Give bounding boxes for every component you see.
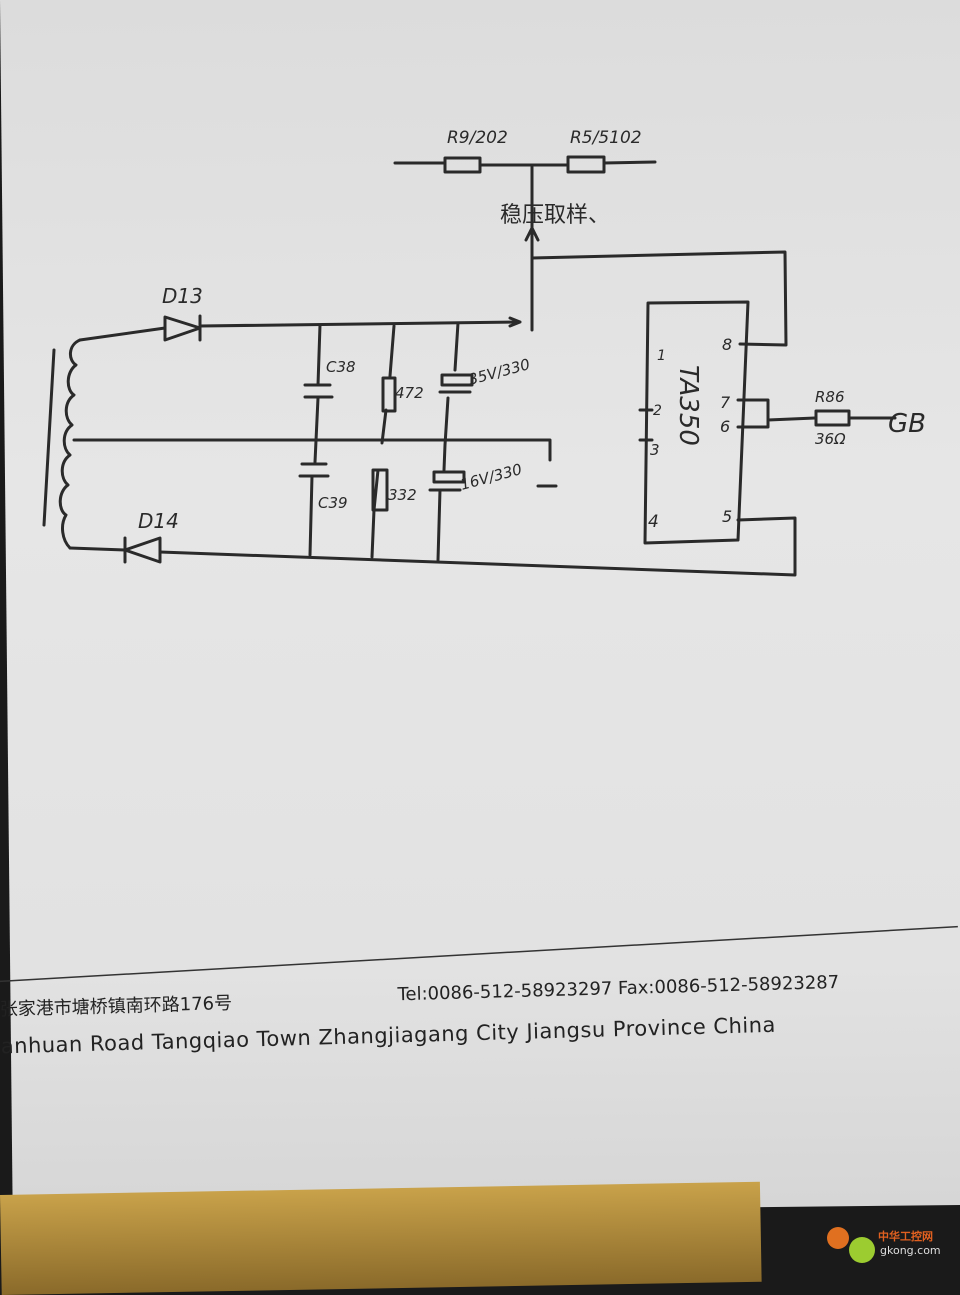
pin-3: 3 [650, 441, 660, 459]
resistor-r5 [566, 155, 606, 174]
pin-4: 4 [648, 512, 659, 532]
pin-8: 8 [722, 335, 732, 354]
resistor-r86: R86 36Ω [814, 388, 851, 448]
watermark-cn: 中华工控网 [878, 1229, 933, 1243]
top-resistor-network: R9/202 R5/5102 稳压取样、 [393, 128, 657, 332]
cap-16v-label: 16V/330 [458, 460, 524, 494]
resistor-472: 472 [381, 376, 424, 413]
r86-label: R86 [815, 388, 845, 406]
diode-d14: D14 [123, 509, 179, 564]
pin-1: 1 [657, 348, 666, 364]
capacitor-c38: C38 [303, 358, 356, 399]
c39-label: C39 [318, 494, 348, 512]
watermark-site: gkong.com [880, 1244, 941, 1257]
sample-label: 稳压取样、 [500, 203, 610, 228]
pin-5: 5 [722, 507, 732, 526]
diode-d13: D13 [162, 284, 203, 342]
address-english: anhuan Road Tangqiao Town Zhangjiagang C… [0, 1013, 776, 1059]
ic-label: TA350 [673, 365, 703, 446]
gkong-watermark: 中华工控网 gkong.com [827, 1227, 941, 1263]
r9-label: R9/202 [447, 128, 508, 148]
electrolytic-capacitor-top: 35V/330 [438, 355, 532, 394]
pin-6: 6 [720, 417, 730, 436]
d14-label: D14 [138, 509, 179, 533]
r472-label: 472 [395, 384, 424, 402]
r86-value-label: 36Ω [815, 430, 846, 448]
wiring [68, 250, 897, 577]
c38-label: C38 [326, 358, 356, 376]
resistor-332: 332 [371, 468, 417, 512]
pin-2: 2 [653, 403, 662, 419]
ic-ta350: TA350 1 2 3 4 5 6 7 8 [643, 300, 750, 545]
r332-label: 332 [388, 486, 417, 504]
pin-7: 7 [720, 393, 731, 412]
letterhead: 张家港市塘桥镇南环路176号 Tel:0086-512-58923297 Fax… [0, 925, 958, 1059]
cap-35v-label: 35V/330 [466, 355, 532, 389]
transformer-winding [42, 338, 82, 550]
resistor-r9 [443, 156, 482, 174]
capacitor-c39: C39 [298, 462, 348, 512]
r5-label: R5/5102 [570, 128, 642, 148]
d13-label: D13 [162, 284, 203, 308]
address-chinese: 张家港市塘桥镇南环路176号 [0, 993, 232, 1020]
gb-label: GB [888, 409, 926, 439]
contact-info: Tel:0086-512-58923297 Fax:0086-512-58923… [396, 972, 839, 1005]
